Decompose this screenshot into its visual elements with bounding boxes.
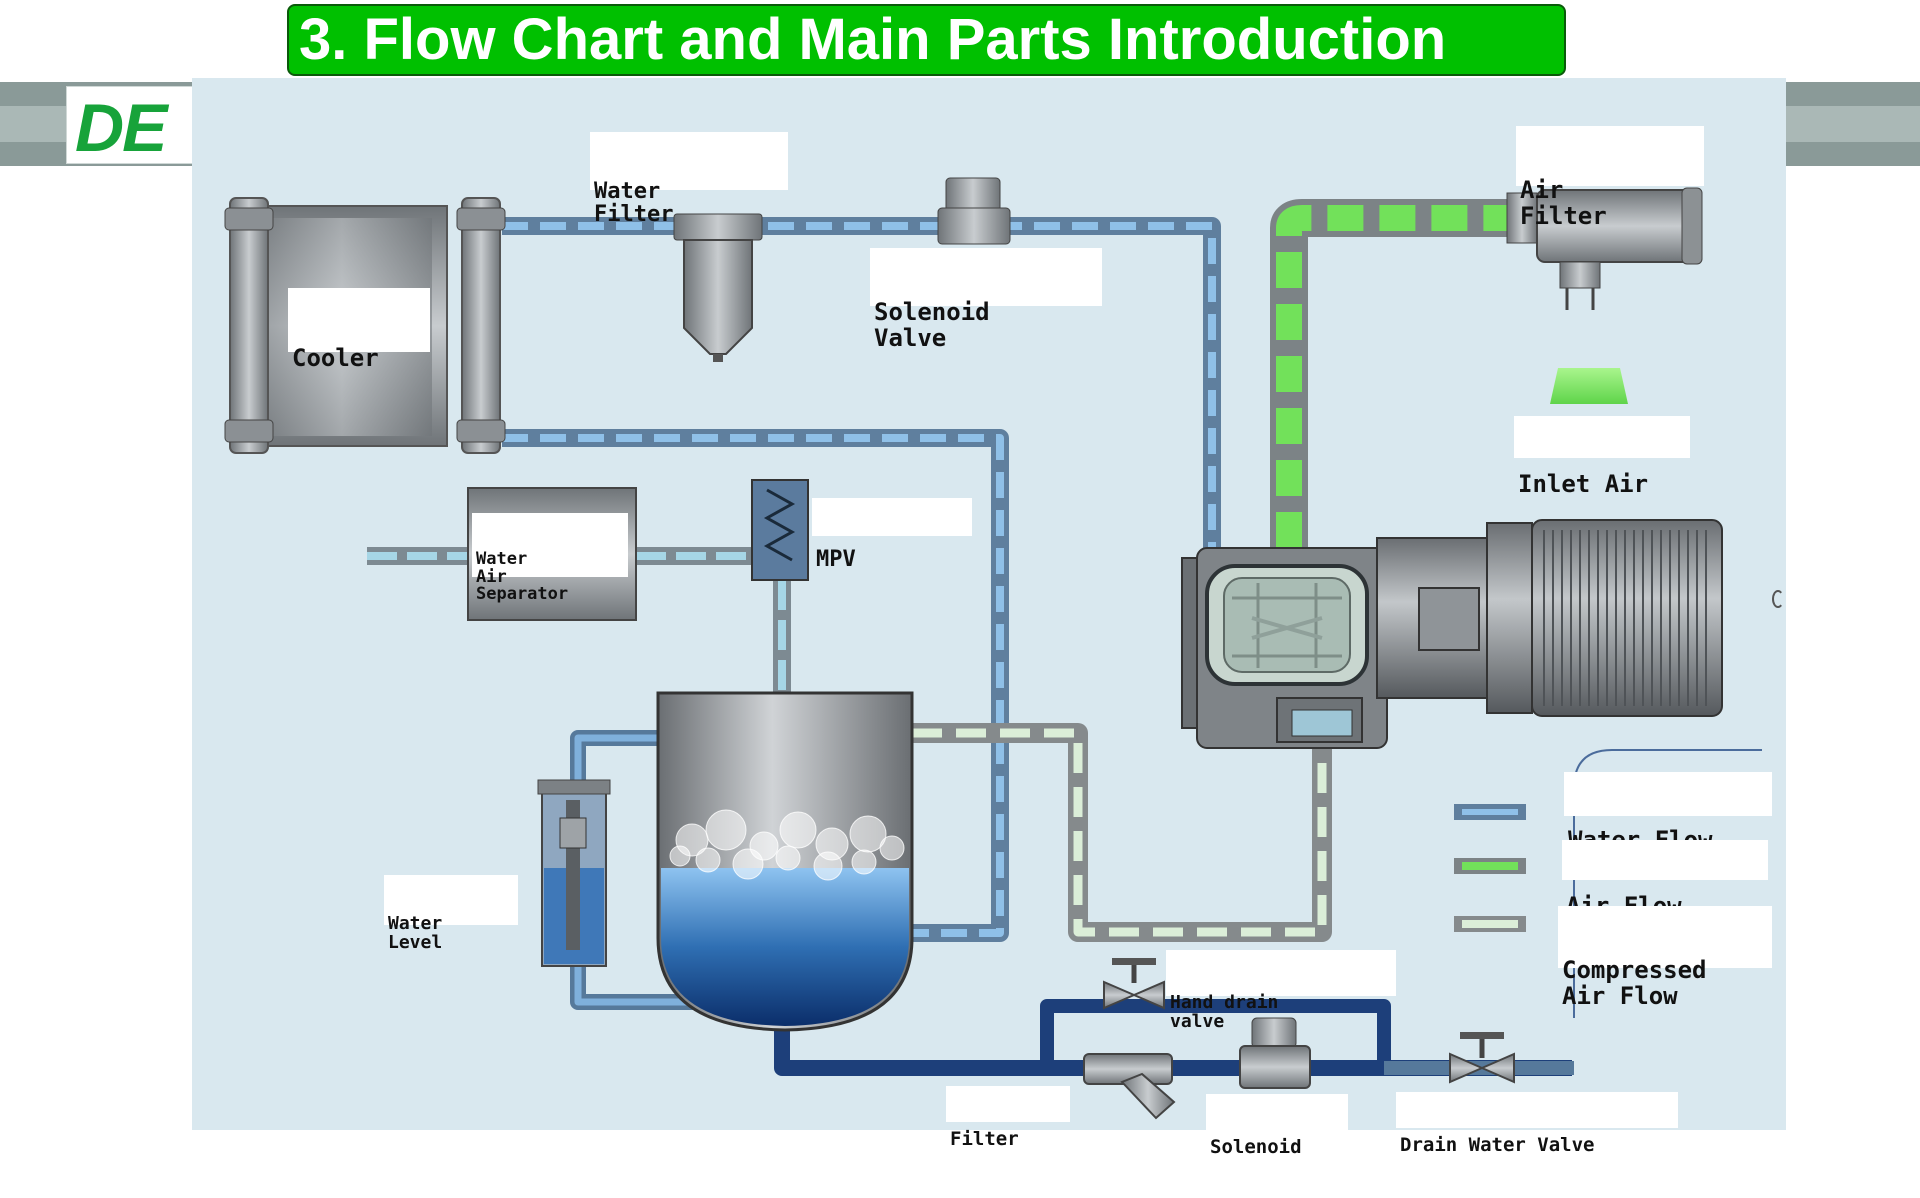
legend (1454, 749, 1762, 1018)
filter-label: Filter (946, 1086, 1070, 1149)
bubble (879, 835, 905, 861)
water-level-gauge (537, 779, 611, 967)
oil-water-tank (656, 691, 914, 1032)
strainer-filter (1083, 1053, 1176, 1120)
minimum-pressure-valve (751, 479, 809, 581)
air-filter (1506, 187, 1703, 310)
inlet-air-icon (1550, 368, 1628, 404)
bubble (695, 847, 721, 873)
bottom-solenoid (1239, 1017, 1311, 1089)
inlet-air-label: Inlet Air (1514, 416, 1690, 497)
bubble (813, 851, 843, 881)
separator-pipes (367, 547, 791, 693)
company-logo: DE (66, 86, 198, 166)
slide-edge-mark (1772, 590, 1784, 608)
legend-water-flow-label: Water Flow (1564, 772, 1772, 853)
compressed-air-pipe (912, 723, 1332, 942)
air-flow-pipe (1270, 199, 1507, 548)
cooler-label: Cooler (288, 288, 430, 371)
bubble (775, 845, 801, 871)
bubble (851, 849, 877, 875)
legend-air-flow-label: Air Flow (1562, 840, 1768, 919)
mpv-label: MPV (812, 498, 972, 571)
hand-drain-valve (1103, 958, 1165, 1010)
solenoid-label: Solenoid (1206, 1094, 1348, 1157)
electric-motor (1376, 519, 1723, 717)
top-solenoid-valve (937, 177, 1011, 245)
drain-water-valve (1449, 1032, 1515, 1084)
bubble (779, 811, 817, 849)
bubble (669, 845, 691, 867)
bubble (732, 848, 764, 880)
cooler (224, 197, 506, 454)
slide-title: 3. Flow Chart and Main Parts Introductio… (287, 4, 1566, 76)
compressor-airend (1181, 547, 1388, 749)
water-filter (673, 213, 763, 362)
bubble (705, 809, 747, 851)
drain-water-valve-label: Drain Water Valve (1396, 1092, 1678, 1155)
